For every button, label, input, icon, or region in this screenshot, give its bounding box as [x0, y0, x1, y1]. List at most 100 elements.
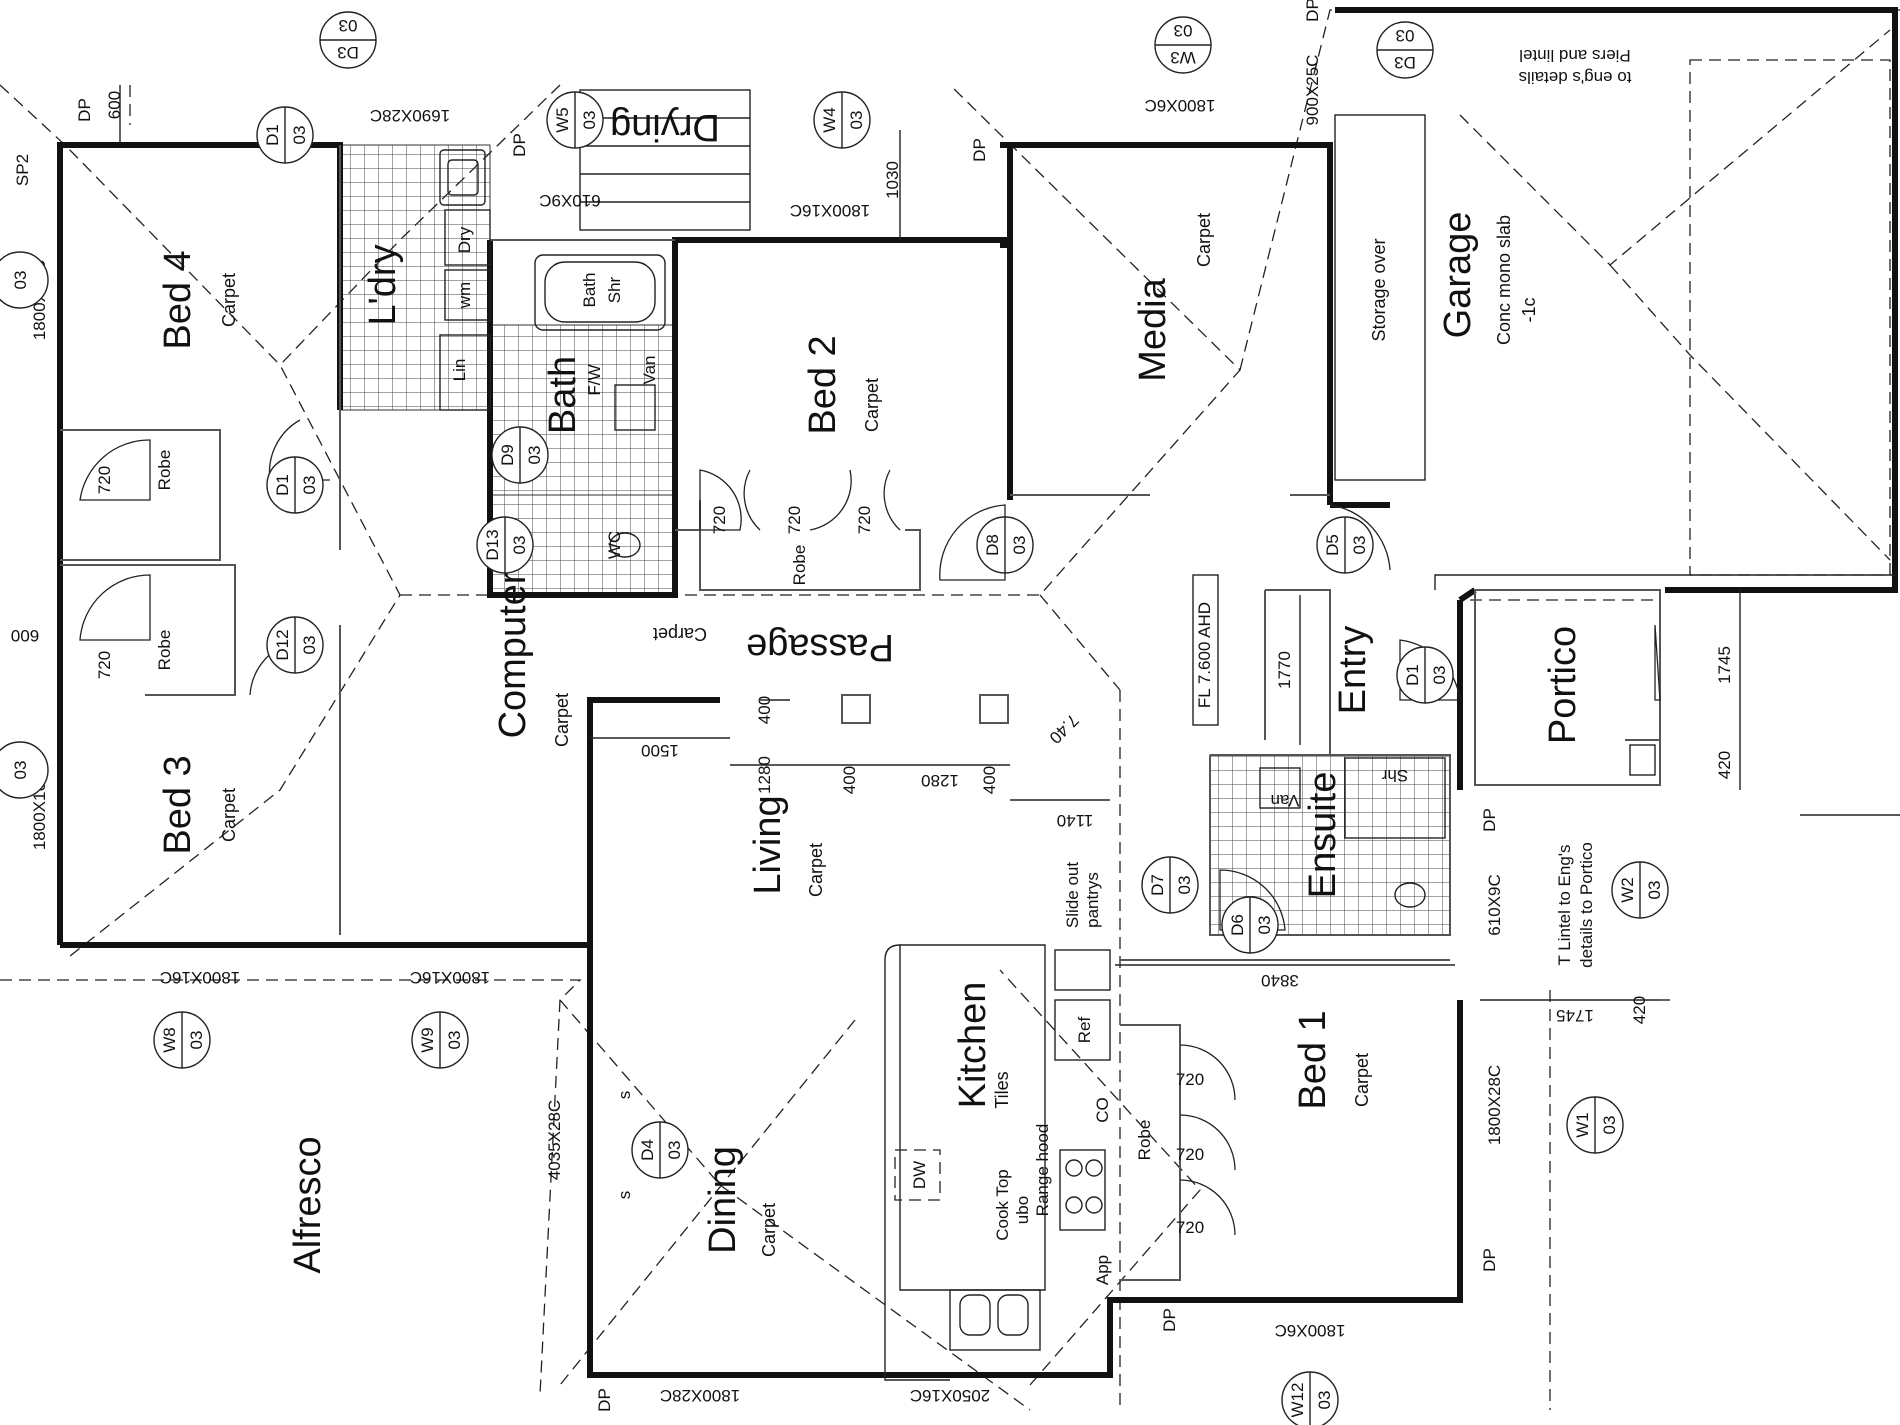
piers-note-2: to eng's details — [1519, 68, 1632, 87]
robe-label-bed3: Robe — [155, 630, 174, 671]
dim-720-bed4: 720 — [95, 466, 114, 494]
tag-d13-8: D13 03 — [476, 516, 534, 574]
pantrys-label: pantrys — [1083, 872, 1102, 928]
dp-label-8: DP — [1303, 0, 1322, 22]
media-floor: Carpet — [1194, 213, 1214, 267]
van-label: Van — [640, 356, 659, 385]
laundry-tiles — [339, 144, 491, 411]
tag-sheet: 03 — [1255, 916, 1274, 935]
window-2050x16c: 2050X16C — [910, 1386, 990, 1405]
ensuite-shr-label: Shr — [1381, 766, 1408, 785]
tag-id: D13 — [483, 529, 502, 560]
dim-600-left: 600 — [11, 626, 39, 645]
dining-label: Dining — [702, 1146, 744, 1254]
ubo-label: ubo — [1013, 1196, 1032, 1224]
tag-sheet: 03 — [445, 1031, 464, 1050]
dry-label: Dry — [455, 226, 474, 253]
dim-420-a: 420 — [1715, 751, 1734, 779]
window-1800x6c-top: 1800X6C — [1145, 96, 1216, 115]
bed3-floor: Carpet — [219, 788, 239, 842]
ldry-label: L'dry — [362, 244, 404, 325]
tag-sheet: 03 — [1645, 881, 1664, 900]
dim-720-bed1-c: 720 — [1176, 1218, 1204, 1237]
dim-1500: 1500 — [641, 741, 679, 760]
tag-id: D1 — [1403, 664, 1422, 686]
fw-label: F/W — [585, 364, 604, 395]
dim-720-bed2-c: 720 — [855, 506, 874, 534]
window-labels: 1690X28C 1800X6C 610X9C 1800X16C 1800X16… — [30, 55, 1504, 1405]
tag-id: 03 — [11, 761, 30, 780]
computer-floor: Carpet — [552, 693, 572, 747]
ensuite-van-label: Van — [1271, 791, 1300, 810]
tag-sheet: 03 — [1396, 26, 1415, 45]
s-label-2: s — [615, 1191, 634, 1200]
alfresco-label: Alfresco — [287, 1136, 329, 1273]
tag-id: D9 — [498, 444, 517, 466]
window-4035x28c: 4035X28C — [545, 1100, 564, 1180]
tag-sheet: 03 — [1174, 21, 1193, 40]
garage-outline — [1334, 59, 1895, 590]
tag-sheet: 03 — [510, 536, 529, 555]
slideout-label: Slide out — [1063, 862, 1082, 928]
dim-1770: 1770 — [1275, 651, 1294, 689]
roof-lines — [0, 9, 1900, 1411]
dim-600-top: 600 — [105, 91, 124, 119]
kitchen-floor: Tiles — [992, 1071, 1012, 1108]
dimension-labels: 600 600 1030 720 720 720 720 720 720 720… — [11, 91, 1734, 1237]
ensuite-label: Ensuite — [1302, 772, 1344, 899]
kitchen-label: Kitchen — [952, 982, 994, 1109]
tag-id: D8 — [983, 534, 1002, 556]
tag-id: D1 — [263, 124, 282, 146]
tag-sheet: 03 — [1600, 1116, 1619, 1135]
tag-sheet: 03 — [300, 476, 319, 495]
tag-sheet: 03 — [1315, 1391, 1334, 1410]
robe-label-bed4: Robe — [155, 450, 174, 491]
interior-walls — [60, 145, 1661, 1281]
dim-420-b: 420 — [1630, 996, 1649, 1024]
cooktop-label: Cook Top — [993, 1169, 1012, 1241]
bed4-label: Bed 4 — [157, 250, 199, 349]
window-610x9c-right: 610X9C — [1485, 874, 1504, 935]
window-1800x28c-right: 1800X28C — [1485, 1065, 1504, 1145]
dim-720-bed1-b: 720 — [1176, 1145, 1204, 1164]
dp-label-2: DP — [510, 133, 529, 157]
sp2-label: SP2 — [13, 154, 32, 186]
co-label: CO — [1093, 1097, 1112, 1123]
dim-740: 7.40 — [1045, 710, 1082, 747]
tag-id: D3 — [1394, 53, 1416, 72]
fixture-labels: Robe Robe Robe Robe Lin Dry wm Van Bath … — [13, 0, 1499, 1412]
tag-sheet: 03 — [847, 111, 866, 130]
s-label-1: s — [615, 1091, 634, 1100]
dim-3840: 3840 — [1261, 971, 1299, 990]
computer-label: Computer — [492, 571, 534, 738]
passage-label: Passage — [746, 626, 894, 668]
bed2-label: Bed 2 — [802, 335, 844, 434]
dim-400-b: 400 — [840, 766, 859, 794]
bed2-floor: Carpet — [862, 378, 882, 432]
tag-id: D7 — [1148, 874, 1167, 896]
lintel-note-1: T Lintel to Eng's — [1555, 844, 1574, 965]
window-1800x16c-bot1: 1800X16C — [160, 968, 240, 987]
tag-sheet: 03 — [339, 16, 358, 35]
tag-sheet: 03 — [665, 1141, 684, 1160]
dim-1280-a: 1280 — [755, 756, 774, 794]
tag-03-22: 03 — [0, 741, 49, 799]
media-label: Media — [1132, 277, 1174, 381]
garage-label: Garage — [1437, 212, 1479, 339]
dim-400-a: 400 — [755, 696, 774, 724]
